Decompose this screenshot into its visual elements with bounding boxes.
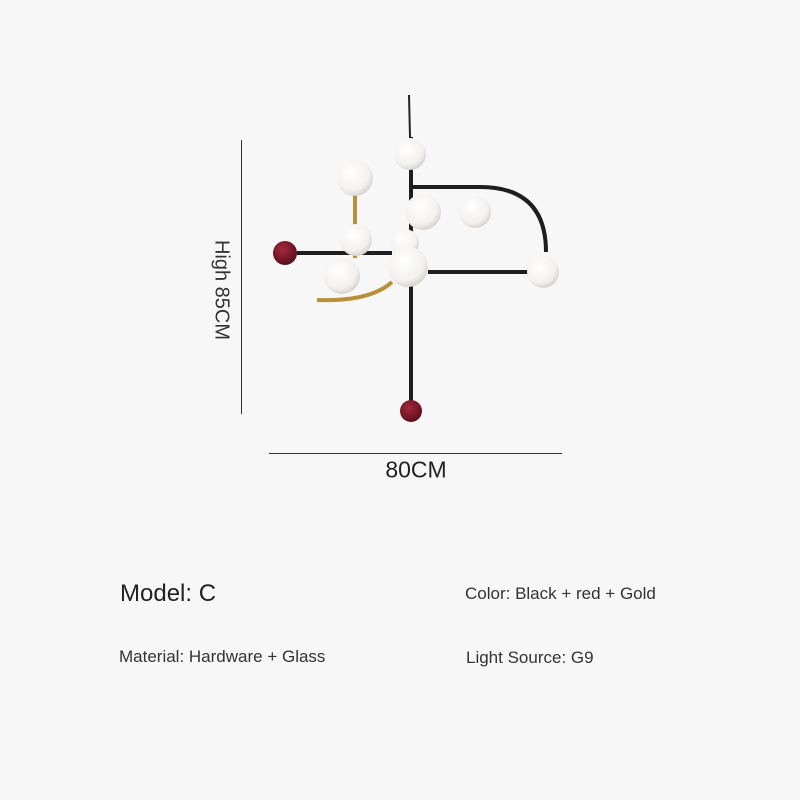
suspension-cord: [408, 94, 411, 138]
glass-globe: [459, 196, 491, 228]
glass-globe: [324, 258, 360, 294]
red-ball-left: [273, 241, 297, 265]
model-label: Model: C: [120, 580, 217, 607]
height-label: High 85CM: [210, 239, 233, 341]
glass-globe: [340, 224, 372, 256]
red-ball-bottom: [400, 400, 422, 422]
material-label: Material: Hardware + Glass: [119, 647, 326, 666]
curved-arm: [413, 185, 548, 253]
glass-globe: [405, 194, 441, 230]
gold-arc: [316, 280, 394, 303]
width-dimension-line: [269, 453, 562, 454]
glass-globe: [388, 247, 428, 287]
glass-globe: [394, 138, 426, 170]
glass-globe: [337, 160, 373, 196]
color-label: Color: Black + red + Gold: [465, 584, 656, 603]
height-dimension-line: [241, 140, 242, 414]
light-source-label: Light Source: G9: [466, 648, 594, 667]
width-label: 80CM: [385, 456, 447, 483]
glass-globe: [527, 256, 559, 288]
